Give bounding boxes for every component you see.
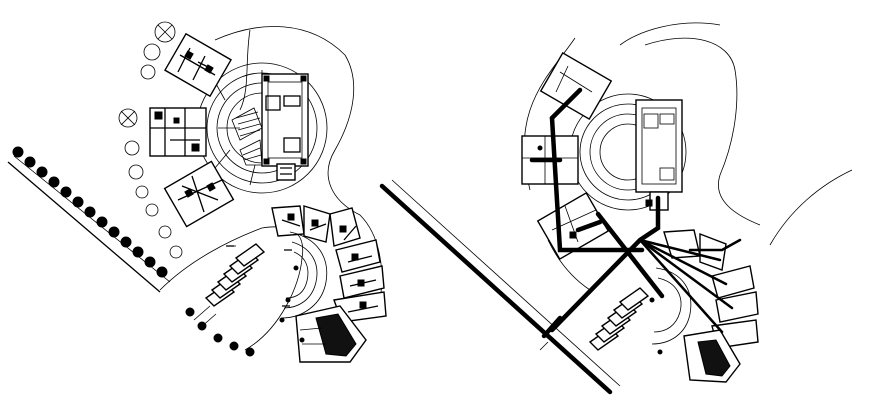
fan-wing-buildings <box>271 205 387 323</box>
main-building-right <box>635 99 683 211</box>
amphitheatre <box>281 231 328 319</box>
staggered-rows-right <box>588 287 650 351</box>
site-boundary-outer <box>214 26 383 301</box>
tree-row-landscape <box>118 21 255 357</box>
piping-network <box>529 87 742 351</box>
detail-markers <box>226 245 305 343</box>
pavilion-southwest <box>163 160 235 228</box>
stage-block-right <box>683 329 741 383</box>
services-piping-plan <box>379 22 853 395</box>
amphitheatre-right <box>651 267 692 345</box>
stage-block <box>295 305 367 363</box>
road-right <box>379 179 621 395</box>
tree-row-road <box>12 146 168 278</box>
pavilion-north-right <box>539 51 613 121</box>
detail-markers-right <box>537 145 663 355</box>
pavilion-north <box>164 32 232 98</box>
stair-wedge <box>231 107 263 166</box>
pavilion-west <box>149 107 207 157</box>
site-boundary-far-right <box>769 169 853 246</box>
road-left <box>7 155 171 293</box>
main-building <box>261 73 309 181</box>
site-boundary-inner <box>239 29 251 111</box>
site-boundary-right <box>644 37 761 226</box>
staggered-row-units <box>193 243 266 329</box>
site-layout-plan <box>7 21 387 363</box>
fan-wings-right <box>663 229 759 349</box>
